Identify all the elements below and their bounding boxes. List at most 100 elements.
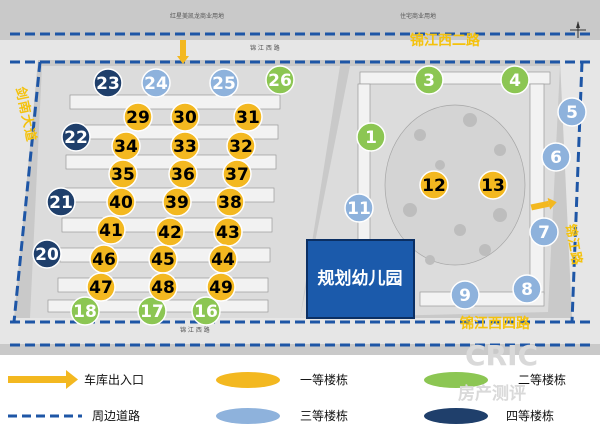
building-marker-20: 20	[32, 239, 62, 269]
building-dot-second	[356, 122, 386, 152]
legend-first: 一等楼栋	[216, 372, 348, 388]
building-number: 37	[225, 165, 249, 185]
building-marker-12: 12	[419, 170, 449, 200]
north-street-label: 锦 江 西 路	[250, 44, 280, 52]
building-dot-first	[478, 170, 508, 200]
building-dot-third	[141, 68, 171, 98]
legend-second-label: 二等楼栋	[518, 372, 566, 387]
building-number: 6	[550, 148, 562, 168]
north-road-surface	[0, 40, 600, 60]
building-dot-fourth	[46, 187, 76, 217]
building-marker-44: 44	[208, 244, 238, 274]
legend-garage-label: 车库出入口	[84, 372, 144, 387]
building-number: 49	[209, 278, 233, 298]
east-road-line	[570, 61, 584, 323]
building-number: 31	[236, 108, 260, 128]
building-number: 48	[151, 278, 175, 298]
building-number: 8	[521, 280, 533, 300]
building-number: 1	[365, 128, 377, 148]
building-number: 47	[89, 278, 113, 298]
west-road-surface	[0, 60, 38, 318]
building-dot-first	[215, 187, 245, 217]
building-number: 38	[218, 193, 242, 213]
building-number: 30	[173, 108, 197, 128]
garden-texture	[403, 113, 507, 265]
building-dot-third	[529, 217, 559, 247]
building-dot-second	[137, 296, 167, 326]
building-number: 13	[481, 176, 505, 196]
building-number: 11	[347, 199, 371, 219]
legend-background	[0, 357, 600, 440]
building-number: 44	[211, 250, 235, 270]
building-number: 46	[92, 250, 116, 270]
watermark-brand: CRIC	[465, 339, 538, 372]
building-dot-first	[155, 217, 185, 247]
legend-second: 二等楼栋	[424, 372, 566, 388]
north-road-name: 锦江西二路	[410, 32, 481, 49]
kindergarten-block	[306, 239, 415, 319]
building-number: 16	[194, 302, 218, 322]
north-small-right-label: 住宅商业用地	[400, 12, 436, 20]
building-number: 41	[99, 221, 123, 241]
garage-entrance-arrow-east	[530, 197, 557, 211]
building-dot-second	[500, 65, 530, 95]
building-marker-8: 8	[512, 274, 542, 304]
building-marker-33: 33	[170, 131, 200, 161]
perimeter-roads	[10, 32, 590, 347]
building-marker-7: 7	[529, 217, 559, 247]
building-marker-30: 30	[170, 102, 200, 132]
building-number: 3	[423, 71, 435, 91]
building-marker-40: 40	[106, 187, 136, 217]
west-road-line	[12, 61, 42, 323]
building-dot-third	[512, 274, 542, 304]
building-dot-first	[162, 187, 192, 217]
building-marker-45: 45	[148, 244, 178, 274]
building-number: 25	[212, 74, 236, 94]
building-marker-31: 31	[233, 102, 263, 132]
fourth-grade-swatch	[424, 408, 488, 424]
legend-garage: 车库出入口	[8, 370, 144, 389]
west-road-name: 剑南大道	[12, 85, 39, 143]
north-small-left-label: 红星美凯龙商业用地	[170, 12, 224, 20]
building-dot-first	[170, 102, 200, 132]
legend-fourth: 四等楼栋	[424, 408, 554, 424]
building-number: 17	[140, 302, 164, 322]
garage-arrow-icon	[8, 376, 66, 383]
building-number: 35	[111, 165, 135, 185]
building-marker-18: 18	[70, 296, 100, 326]
building-dot-first	[222, 159, 252, 189]
building-marker-42: 42	[155, 217, 185, 247]
garage-entrance-arrow-north	[177, 40, 189, 64]
east-road-name: 锦江路	[562, 223, 585, 267]
building-marker-22: 22	[61, 122, 91, 152]
building-number: 26	[268, 71, 292, 91]
building-number: 43	[216, 223, 240, 243]
building-marker-32: 32	[226, 131, 256, 161]
building-marker-46: 46	[89, 244, 119, 274]
building-marker-43: 43	[213, 217, 243, 247]
building-marker-16: 16	[191, 296, 221, 326]
building-marker-35: 35	[108, 159, 138, 189]
building-number: 40	[109, 193, 133, 213]
building-marker-29: 29	[123, 102, 153, 132]
legend-third: 三等楼栋	[216, 408, 348, 424]
third-grade-swatch	[216, 408, 280, 424]
building-dot-first	[233, 102, 263, 132]
building-number: 12	[422, 176, 446, 196]
building-number: 42	[158, 223, 182, 243]
building-marker-36: 36	[168, 159, 198, 189]
building-dot-third	[557, 97, 587, 127]
building-marker-24: 24	[141, 68, 171, 98]
building-number: 39	[165, 193, 189, 213]
legend-fourth-label: 四等楼栋	[506, 408, 554, 423]
building-marker-39: 39	[162, 187, 192, 217]
legend-third-label: 三等楼栋	[300, 408, 348, 423]
building-number: 32	[229, 137, 253, 157]
building-dot-first	[206, 272, 236, 302]
building-marker-37: 37	[222, 159, 252, 189]
building-marker-49: 49	[206, 272, 236, 302]
building-dot-second	[70, 296, 100, 326]
building-dot-third	[209, 68, 239, 98]
building-number: 9	[459, 286, 471, 306]
